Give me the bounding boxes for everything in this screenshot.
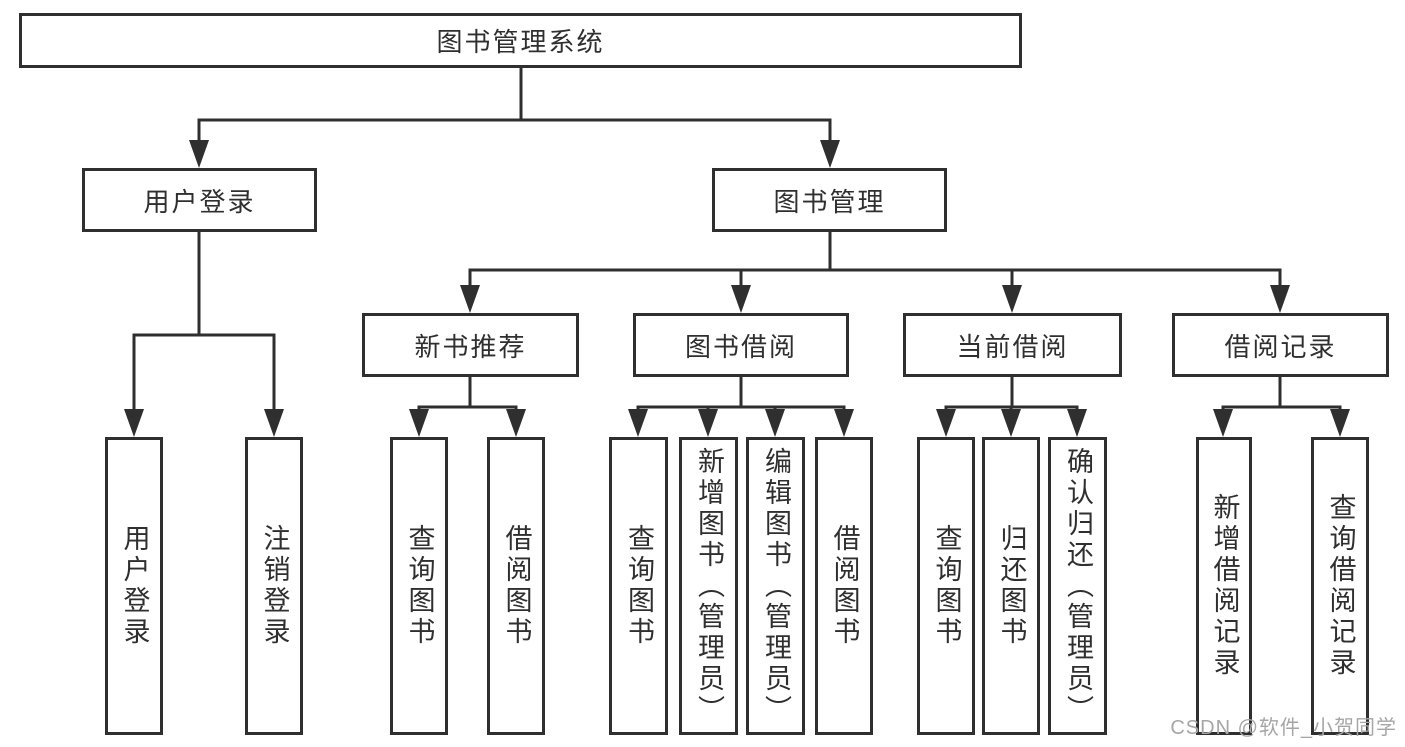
leaf-bb-borrow-books: 借阅图书 (815, 437, 873, 735)
node-book-management: 图书管理 (712, 168, 947, 232)
leaf-user-login-label: 用户登录 (119, 524, 150, 648)
leaf-cb-confirm-return-admin: 确认归还（管理员） (1048, 437, 1107, 735)
leaf-bb-add-books-admin-label: 新增图书（管理员） (694, 446, 724, 726)
leaf-logout: 注销登录 (245, 437, 303, 735)
leaf-nb-query-books: 查询图书 (390, 437, 448, 735)
leaf-br-query-record: 查询借阅记录 (1311, 437, 1369, 735)
leaf-user-login: 用户登录 (105, 437, 163, 735)
node-book-borrowing: 图书借阅 (633, 313, 849, 377)
leaf-cb-query-books: 查询图书 (917, 437, 975, 735)
watermark: CSDN @软件_小贺同学 (1170, 717, 1397, 739)
node-current-borrowing: 当前借阅 (903, 313, 1122, 377)
leaf-bb-borrow-books-label: 借阅图书 (829, 524, 860, 648)
leaf-bb-add-books-admin: 新增图书（管理员） (679, 437, 738, 735)
leaf-bb-query-books: 查询图书 (609, 437, 668, 735)
leaf-cb-return-books-label: 归还图书 (996, 524, 1027, 648)
leaf-bb-query-books-label: 查询图书 (624, 524, 654, 648)
node-borrowing-records: 借阅记录 (1172, 313, 1389, 377)
node-user-login: 用户登录 (82, 168, 317, 232)
leaf-bb-edit-books-admin: 编辑图书（管理员） (746, 437, 805, 735)
leaf-cb-confirm-return-admin-label: 确认归还（管理员） (1063, 446, 1093, 726)
leaf-cb-query-books-label: 查询图书 (931, 524, 962, 648)
leaf-br-query-record-label: 查询借阅记录 (1325, 493, 1356, 679)
leaf-br-add-record: 新增借阅记录 (1196, 437, 1252, 735)
leaf-bb-edit-books-admin-label: 编辑图书（管理员） (761, 446, 791, 726)
leaf-nb-borrow-books: 借阅图书 (487, 437, 545, 735)
leaf-nb-borrow-books-label: 借阅图书 (501, 524, 532, 648)
node-library-system: 图书管理系统 (19, 13, 1022, 68)
leaf-cb-return-books: 归还图书 (982, 437, 1040, 735)
node-new-book-recommend: 新书推荐 (362, 313, 579, 377)
leaf-nb-query-books-label: 查询图书 (404, 524, 435, 648)
leaf-logout-label: 注销登录 (259, 524, 290, 648)
leaf-br-add-record-label: 新增借阅记录 (1209, 493, 1240, 679)
